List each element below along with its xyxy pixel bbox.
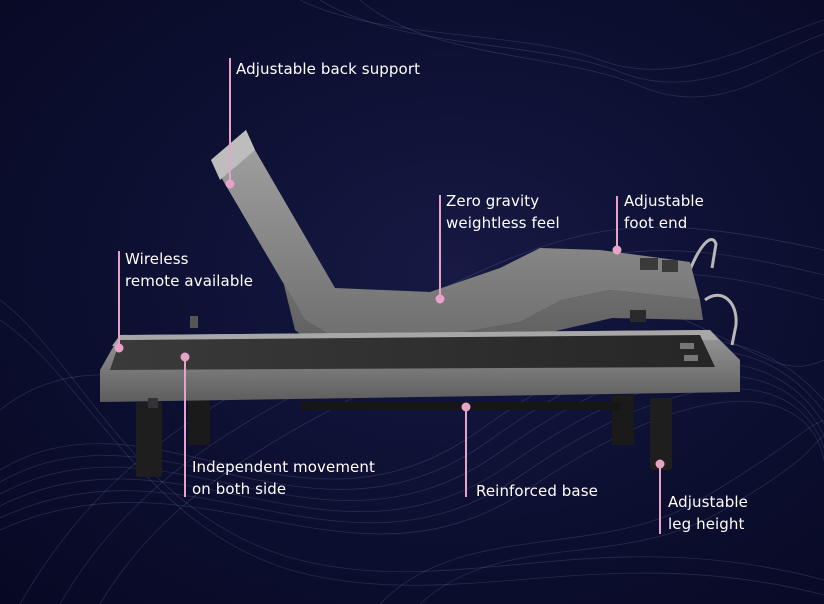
callout-zero-gravity: Zero gravity weightless feel [446, 190, 560, 234]
callout-wireless-remote-line-1: Wireless [125, 250, 189, 268]
callout-independent-movement-line-2: on both side [192, 480, 287, 498]
callout-reinforced-base-line-1: Reinforced base [476, 482, 598, 500]
callout-leg-height-line-2: leg height [668, 515, 745, 533]
callout-foot-end-line-2: foot end [624, 214, 688, 232]
callout-back-support: Adjustable back support [236, 58, 420, 80]
callout-foot-end-line-1: Adjustable [624, 192, 704, 210]
callout-back-support-line-1: Adjustable back support [236, 60, 421, 78]
callout-foot-end: Adjustable foot end [624, 190, 704, 234]
base-frame [100, 330, 740, 402]
callout-leaders [114, 58, 665, 534]
upper-frame [211, 130, 703, 352]
front-legs [136, 398, 672, 477]
callout-reinforced-base: Reinforced base [476, 480, 598, 502]
foot-rail [688, 237, 738, 346]
callout-zero-gravity-line-1: Zero gravity [446, 192, 540, 210]
callout-wireless-remote: Wireless remote available [125, 248, 253, 292]
callout-zero-gravity-line-2: weightless feel [446, 214, 560, 232]
callout-wireless-remote-line-2: remote available [125, 272, 254, 290]
callout-leg-height-line-1: Adjustable [668, 493, 748, 511]
callout-independent-movement: Independent movement on both side [192, 456, 375, 500]
callout-leg-height: Adjustable leg height [668, 491, 748, 535]
callout-independent-movement-line-1: Independent movement [192, 458, 375, 476]
